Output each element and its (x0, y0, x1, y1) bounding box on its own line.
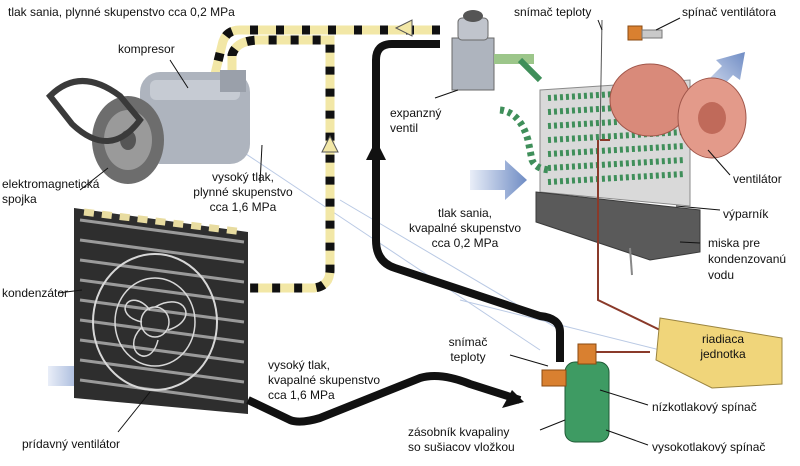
label-hp-gas-line1: vysoký tlak, (211, 170, 274, 184)
airflow-arrow-evaporator (470, 160, 527, 200)
label-exp-valve-line2: ventil (390, 121, 419, 135)
expansion-valve (451, 10, 534, 91)
label-exp-valve-line1: expanzný (390, 106, 442, 120)
label-sensor2-line2: teploty (450, 350, 486, 364)
fan-switch-part (627, 25, 663, 41)
label-control-line2: jednotka (700, 347, 746, 361)
label-tray-line1: miska pre (708, 236, 761, 250)
control-unit (655, 317, 783, 389)
label-hp-liq-line2: kvapalné skupenstvo (268, 373, 381, 387)
label-hp-gas-line3: cca 1,6 MPa (209, 200, 277, 214)
label-control-line1: riadiaca (701, 332, 745, 346)
label-suction-liq-line2: kvapalné skupenstvo (408, 221, 522, 235)
label-receiver-line2: so sušiacov vložkou (408, 440, 515, 454)
condenser (74, 208, 248, 414)
label-sensor2-line1: snímač (448, 335, 488, 349)
label-hp-switch: vysokotlakový spínač (652, 440, 766, 454)
label-clutch-line1: elektromagnetická (2, 177, 100, 191)
label-compressor: kompresor (118, 42, 175, 56)
label-aux-fan: prídavný ventilátor (22, 437, 121, 451)
label-hp-liq-line1: vysoký tlak, (268, 358, 331, 372)
label-suction-gas: tlak sania, plynné skupenstvo cca 0,2 MP… (8, 5, 235, 19)
label-condenser: kondenzátor (2, 286, 69, 300)
label-lp-switch: nízkotlakový spínač (652, 400, 757, 414)
label-tray-line2: kondenzovanú (708, 252, 787, 266)
leader-lines (57, 17, 731, 446)
blower-fan (609, 63, 747, 159)
label-clutch-line2: spojka (2, 192, 37, 206)
condensate-tray (535, 191, 701, 261)
liquid-pipes (246, 40, 564, 426)
label-tray-line3: vodu (708, 268, 735, 282)
label-hp-gas-line2: plynné skupenstvo (193, 185, 293, 199)
label-hp-liq-line3: cca 1,6 MPa (268, 388, 335, 402)
compressor (45, 70, 250, 184)
receiver-drier (541, 343, 610, 443)
gas-pipes (209, 25, 440, 293)
label-evaporator: výparník (723, 207, 769, 221)
label-fan-switch: spínač ventilátora (682, 5, 777, 19)
label-fan: ventilátor (733, 172, 782, 186)
label-suction-liq-line3: cca 0,2 MPa (431, 236, 499, 250)
label-suction-liq-line1: tlak sania, (437, 206, 493, 220)
label-temp-sensor-top: snímač teploty (514, 5, 592, 19)
label-receiver-line1: zásobník kvapaliny (408, 425, 510, 439)
